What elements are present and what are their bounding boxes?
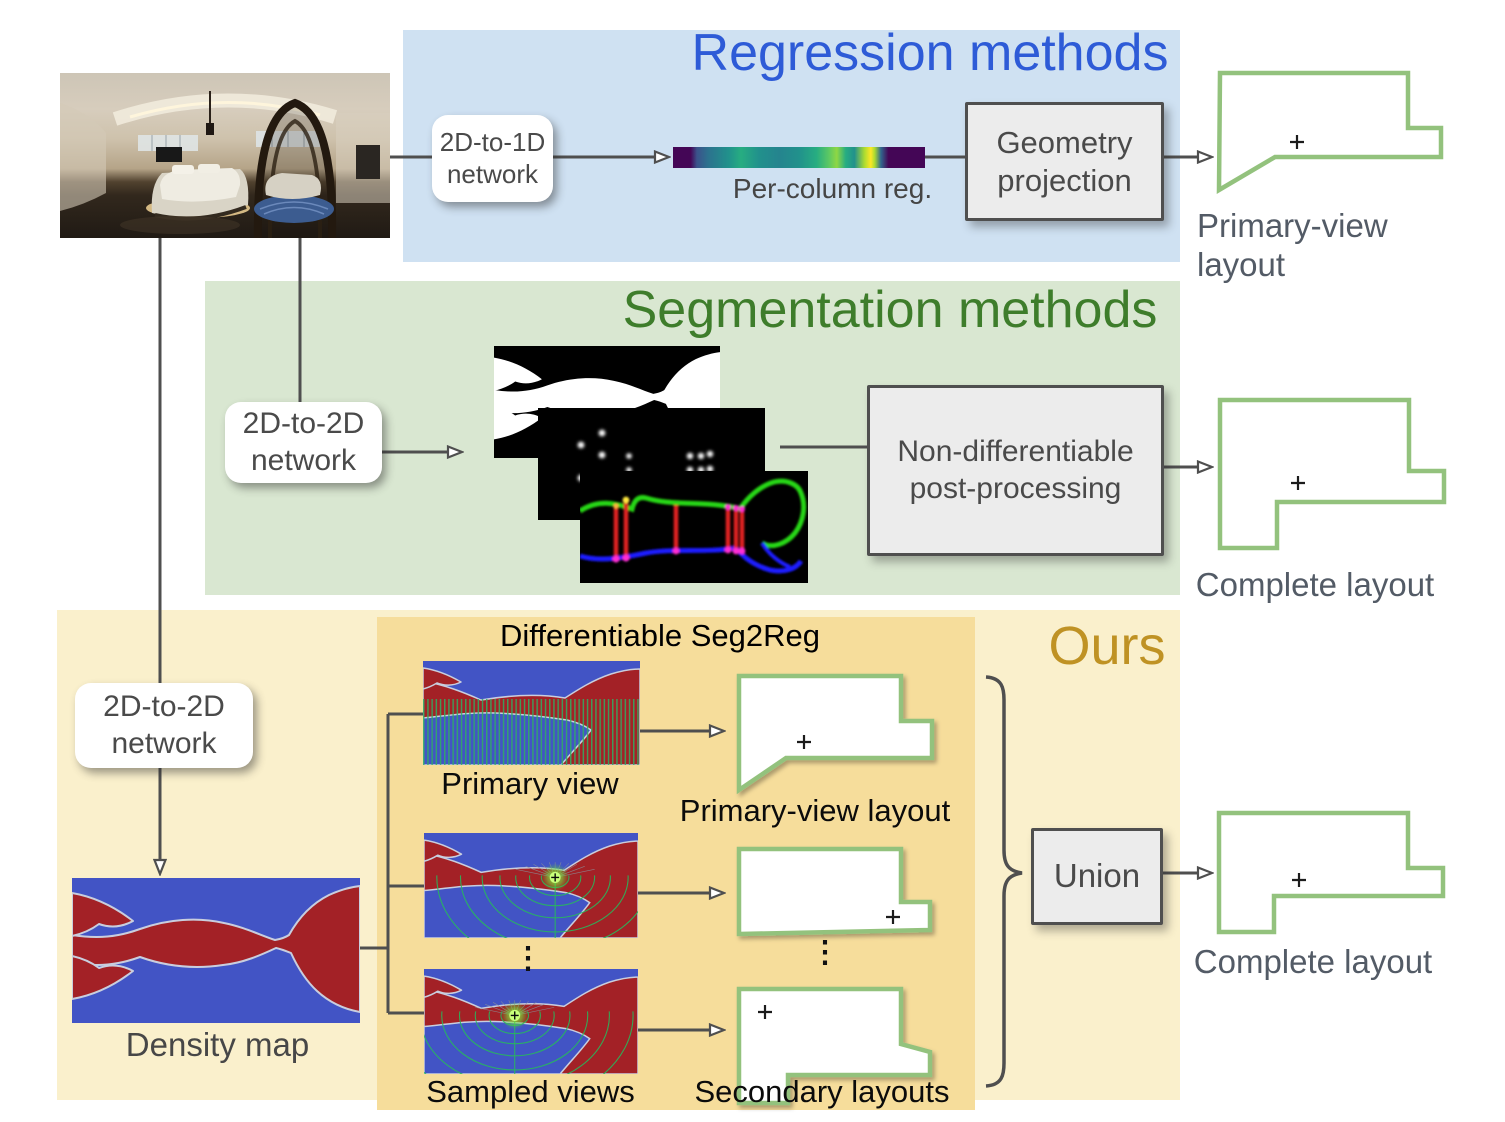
ours-complete-layout-label: Complete layout (1193, 943, 1433, 980)
secondary-layout-1-shape (736, 846, 933, 937)
sampled-view-2-image (424, 969, 638, 1074)
primary-view-label: Primary view (441, 766, 619, 801)
union-brace (985, 675, 1023, 1088)
density-map-image (72, 878, 360, 1023)
ours-network-box: 2D-to-2D network (75, 683, 253, 768)
sampled-views-label: Sampled views (426, 1074, 635, 1109)
plus-mark-icon (1292, 873, 1306, 887)
per-column-regression-bar (673, 147, 925, 168)
secondary-layout-2-shape (736, 986, 933, 1106)
layout-plus-marks (758, 135, 1306, 1019)
plus-mark-icon (886, 910, 900, 924)
seg2reg-primary-layout-shape (736, 673, 935, 795)
segmentation-complete-layout-shape (1217, 397, 1447, 551)
plus-mark-icon (797, 735, 811, 749)
per-column-reg-label: Per-column reg. (732, 173, 933, 204)
density-map-label: Density map (125, 1026, 310, 1063)
connector-lines (160, 157, 1198, 1030)
geometry-projection-box: Geometry projection (965, 102, 1164, 221)
segmentation-complete-layout-label: Complete layout (1195, 566, 1435, 603)
sampled-view-1-image (424, 833, 638, 938)
segmentation-network-box: 2D-to-2D network (225, 402, 382, 483)
ours-title: Ours (1048, 616, 1166, 676)
plus-mark-icon (1291, 476, 1305, 490)
seg2reg-primary-layout-label: Primary-view layout (679, 793, 951, 828)
secondary-layouts-ellipsis: ⋮ (810, 936, 840, 969)
seg2reg-title: Differentiable Seg2Reg (500, 618, 820, 653)
postprocessing-box: Non-differentiable post-processing (867, 385, 1164, 556)
union-box: Union (1031, 828, 1163, 925)
regression-network-box: 2D-to-1D network (432, 115, 553, 202)
primary-view-image (423, 661, 640, 765)
panorama-image (60, 73, 390, 238)
segmentation-title: Segmentation methods (622, 281, 1158, 339)
regression-title: Regression methods (691, 24, 1169, 82)
primary-view-layout-shape (1216, 70, 1444, 194)
boundary-edges-image (580, 471, 808, 583)
plus-mark-icon (1290, 135, 1304, 149)
plus-mark-icon (758, 1005, 772, 1019)
ours-complete-layout-shape (1216, 810, 1446, 935)
secondary-layouts-label: Secondary layouts (694, 1074, 950, 1109)
primary-view-layout-label: Primary-view layout (1197, 207, 1388, 283)
sampled-views-ellipsis: ⋮ (513, 942, 543, 975)
